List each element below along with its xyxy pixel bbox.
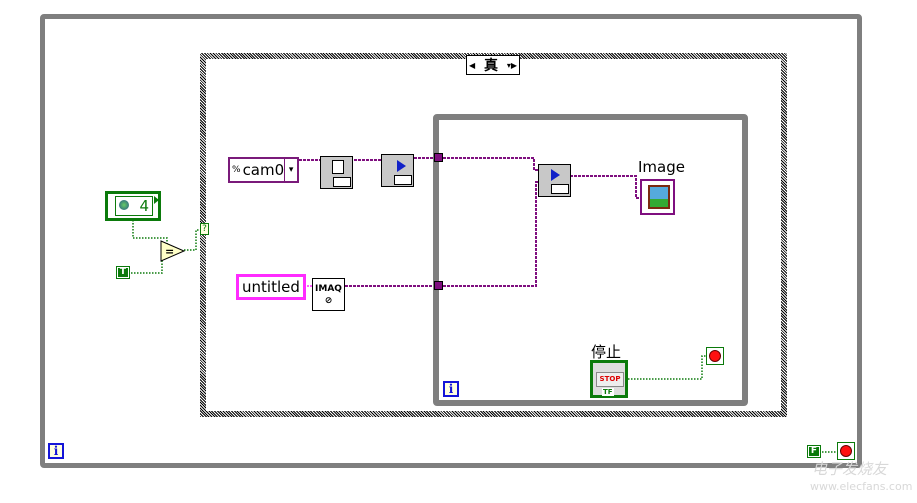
network-status-vi[interactable]: 4 — [105, 191, 161, 221]
true-constant-label: T — [118, 267, 128, 277]
picture-frame-icon — [648, 185, 670, 209]
camera-configure-grab-vi[interactable] — [381, 154, 414, 187]
case-structure[interactable] — [200, 53, 787, 417]
image-indicator-label: Image — [638, 158, 685, 176]
camera-icon — [333, 177, 351, 187]
session-tunnel — [434, 153, 443, 162]
image-name-constant[interactable]: untitled — [236, 274, 306, 300]
network-value: 4 — [139, 197, 149, 215]
stop-button-type: TF — [602, 388, 614, 396]
false-constant[interactable]: F — [807, 445, 821, 458]
stop-button-face: STOP — [596, 372, 624, 387]
case-next-arrow-icon[interactable]: ▶ — [510, 60, 517, 70]
camera-icon — [551, 184, 569, 194]
camera-icon — [394, 175, 412, 185]
image-tunnel — [434, 281, 443, 290]
camera-name-ring[interactable]: % cam0 ▾ — [228, 157, 299, 183]
inner-while-loop[interactable] — [433, 114, 748, 406]
watermark-url: www.elecfans.com — [810, 480, 913, 493]
play-icon — [551, 169, 560, 181]
case-selector[interactable]: ◀ 真 ▾ ▶ — [466, 55, 520, 75]
wire-network-to-compare — [132, 220, 168, 244]
wire-true-to-compare — [131, 256, 163, 274]
imaq-create-title: IMAQ — [315, 284, 342, 294]
case-selector-terminal: ? — [200, 223, 209, 235]
wire-compare-to-case — [184, 229, 203, 251]
stop-sign-icon — [709, 350, 721, 362]
true-constant[interactable]: T — [116, 266, 130, 279]
watermark-title: 电子发烧友 — [812, 460, 888, 478]
case-selector-value: 真 — [483, 58, 498, 74]
case-dropdown-icon[interactable]: ▾ — [506, 60, 511, 70]
camera-grab-vi[interactable] — [538, 164, 571, 197]
equal-compare-function[interactable]: = — [160, 240, 186, 266]
compare-symbol: = — [165, 245, 174, 258]
case-prev-arrow-icon[interactable]: ◀ — [469, 60, 476, 70]
inner-iteration-terminal: i — [443, 381, 459, 397]
image-display-indicator[interactable] — [640, 179, 675, 215]
stop-sign-icon — [840, 445, 852, 457]
imaq-create-vi[interactable]: IMAQ ⊘ — [312, 278, 345, 311]
play-icon — [397, 160, 406, 172]
outer-loop-stop-terminal[interactable] — [837, 442, 855, 460]
false-constant-label: F — [809, 446, 819, 456]
camera-open-vi[interactable] — [320, 156, 353, 189]
ring-dropdown-icon[interactable]: ▾ — [284, 159, 297, 181]
new-session-icon — [332, 160, 344, 174]
stop-button-control[interactable]: STOP TF — [590, 360, 628, 398]
camera-name-value: cam0 — [242, 161, 285, 179]
network-globe-icon — [119, 200, 129, 210]
outer-while-loop[interactable] — [40, 14, 862, 468]
io-prefix-icon: % — [232, 165, 241, 175]
imaq-create-symbol: ⊘ — [324, 296, 333, 306]
outer-iteration-terminal: i — [48, 443, 64, 459]
network-output-arrow-icon — [154, 196, 159, 204]
stop-button-label: 停止 — [591, 343, 622, 361]
inner-loop-stop-terminal[interactable] — [706, 347, 724, 365]
